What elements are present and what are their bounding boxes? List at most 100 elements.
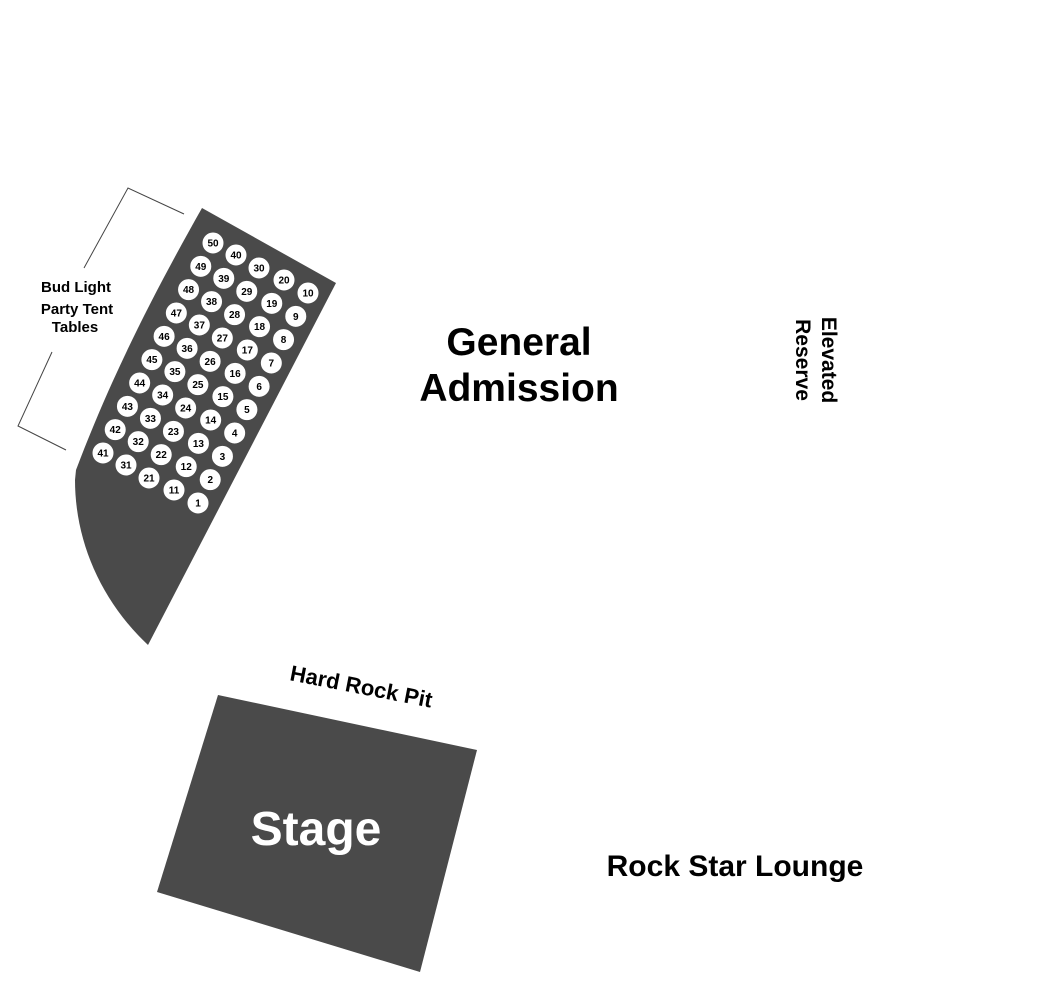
table-9[interactable] [284,304,308,328]
table-2[interactable] [198,468,222,492]
table-number: 26 [205,357,217,368]
table-20[interactable] [272,268,296,292]
table-3[interactable] [210,444,234,468]
table-number: 7 [269,359,275,370]
table-number: 21 [143,474,155,485]
table-25[interactable] [186,373,210,397]
table-number: 10 [302,289,314,300]
table-43[interactable] [115,394,139,418]
table-36[interactable] [175,336,199,360]
table-number: 30 [253,264,265,275]
table-number: 2 [207,475,213,486]
table-14[interactable] [199,408,223,432]
elevated-reserve-label[interactable]: Elevated Reserve [791,317,840,403]
table-number: 41 [97,449,109,460]
stage-shape [157,695,477,972]
table-49[interactable] [189,254,213,278]
table-number: 11 [169,486,180,497]
table-number: 43 [122,402,134,413]
table-number: 5 [244,405,250,416]
table-15[interactable] [211,385,235,409]
table-6[interactable] [247,374,271,398]
table-12[interactable] [174,455,198,479]
table-number: 17 [242,346,254,357]
tent-label-line1: Bud Light [41,279,111,296]
table-number: 20 [278,276,290,287]
hard-rock-pit-label[interactable]: Hard Rock Pit [288,660,435,712]
table-32[interactable] [126,430,150,454]
table-27[interactable] [210,326,234,350]
table-48[interactable] [177,278,201,302]
table-number: 13 [193,439,205,450]
table-46[interactable] [152,324,176,348]
table-number: 37 [194,321,206,332]
table-number: 16 [230,369,242,380]
table-number: 23 [168,427,180,438]
table-26[interactable] [198,349,222,373]
elevated-reserve-line2[interactable]: Reserve [791,319,814,401]
table-50[interactable] [201,231,225,255]
table-44[interactable] [128,371,152,395]
table-38[interactable] [200,290,224,314]
table-number: 48 [183,285,195,296]
tent-bracket-lower [17,351,67,451]
table-number: 22 [156,450,168,461]
table-11[interactable] [162,478,186,502]
tent-label-line2: Party Tent [41,301,113,318]
table-29[interactable] [235,279,259,303]
table-number: 25 [192,380,204,391]
table-17[interactable] [235,338,259,362]
table-28[interactable] [223,303,247,327]
table-42[interactable] [103,418,127,442]
table-5[interactable] [235,398,259,422]
table-39[interactable] [212,266,236,290]
table-16[interactable] [223,361,247,385]
table-47[interactable] [164,301,188,325]
table-number: 8 [281,335,287,346]
table-23[interactable] [161,419,185,443]
stage-label: Stage [251,803,382,856]
table-number: 35 [169,367,181,378]
general-admission-label-line1[interactable]: General [446,321,591,364]
table-number: 46 [159,332,171,343]
table-1[interactable] [186,491,210,515]
general-admission-label-line2[interactable]: Admission [419,367,618,410]
table-8[interactable] [272,328,296,352]
party-tent-tables: 1234567891011121314151617181920212223242… [91,231,320,515]
table-40[interactable] [224,243,248,267]
table-33[interactable] [138,406,162,430]
table-number: 4 [232,429,238,440]
table-7[interactable] [259,351,283,375]
table-21[interactable] [137,466,161,490]
table-22[interactable] [149,443,173,467]
table-18[interactable] [248,315,272,339]
table-number: 40 [230,251,242,262]
table-number: 31 [120,461,132,472]
elevated-reserve-line1[interactable]: Elevated [817,317,840,403]
table-number: 45 [146,355,158,366]
table-45[interactable] [140,348,164,372]
table-number: 3 [220,452,226,463]
table-34[interactable] [151,383,175,407]
table-37[interactable] [187,313,211,337]
table-number: 34 [157,391,169,402]
table-31[interactable] [114,453,138,477]
table-number: 9 [293,312,299,323]
table-number: 29 [241,287,253,298]
rock-star-lounge-label[interactable]: Rock Star Lounge [607,850,864,883]
table-number: 33 [145,414,157,425]
table-13[interactable] [186,431,210,455]
table-24[interactable] [174,396,198,420]
table-30[interactable] [247,256,271,280]
table-35[interactable] [163,360,187,384]
table-number: 15 [217,392,229,403]
table-19[interactable] [260,291,284,315]
table-41[interactable] [91,441,115,465]
table-number: 49 [195,262,207,273]
table-number: 28 [229,310,241,321]
table-4[interactable] [223,421,247,445]
table-number: 27 [217,334,229,345]
table-number: 47 [171,309,183,320]
table-10[interactable] [296,281,320,305]
